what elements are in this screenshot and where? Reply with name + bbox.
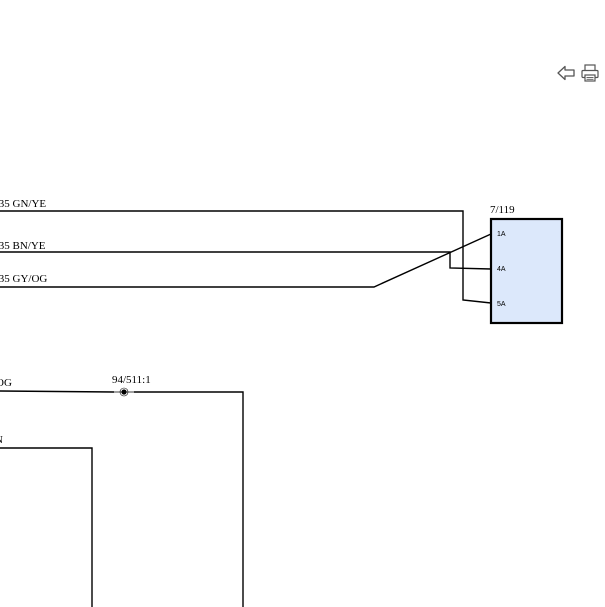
- back-arrow-icon[interactable]: [556, 64, 576, 82]
- wire-label-gn-ye: .35 GN/YE: [0, 198, 46, 210]
- wire-lower-second: [0, 447, 93, 607]
- connector-box: [489, 217, 564, 325]
- wire-label-lower-og: OG: [0, 377, 12, 389]
- splice-label: 94/511:1: [112, 374, 151, 386]
- connector-pin-label: 4A: [497, 266, 506, 273]
- connector-pin-label: 5A: [497, 301, 506, 308]
- wire-bn-ye: [0, 251, 492, 270]
- connector-id-label: 7/119: [490, 204, 515, 216]
- wire-label-bn-ye: .35 BN/YE: [0, 240, 46, 252]
- wire-label-gy-og: .35 GY/OG: [0, 273, 47, 285]
- wire-label-lower-second: N: [0, 434, 3, 446]
- wire-lower-og: [0, 390, 115, 393]
- wire-lower-og-continued: [134, 391, 244, 607]
- printer-icon[interactable]: [580, 63, 600, 83]
- splice-node: [114, 387, 134, 397]
- wire-gn-ye: [0, 210, 492, 304]
- connector-pin-label: 1A: [497, 231, 506, 238]
- wire-gy-og: [0, 233, 492, 288]
